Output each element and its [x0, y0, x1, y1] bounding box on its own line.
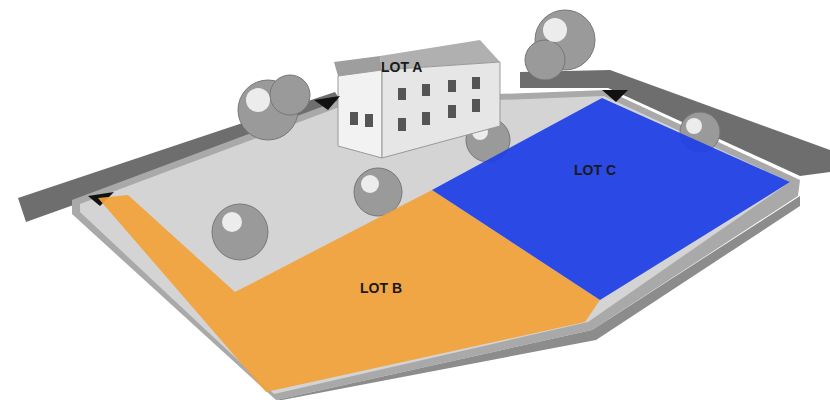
lot-label: LOT C [574, 162, 616, 178]
lot-label: LOT B [360, 280, 402, 296]
lot-c-area: LOT C [430, 98, 792, 302]
lot-label: LOT A [381, 59, 422, 75]
house [334, 40, 500, 158]
lot-shape [430, 98, 792, 302]
